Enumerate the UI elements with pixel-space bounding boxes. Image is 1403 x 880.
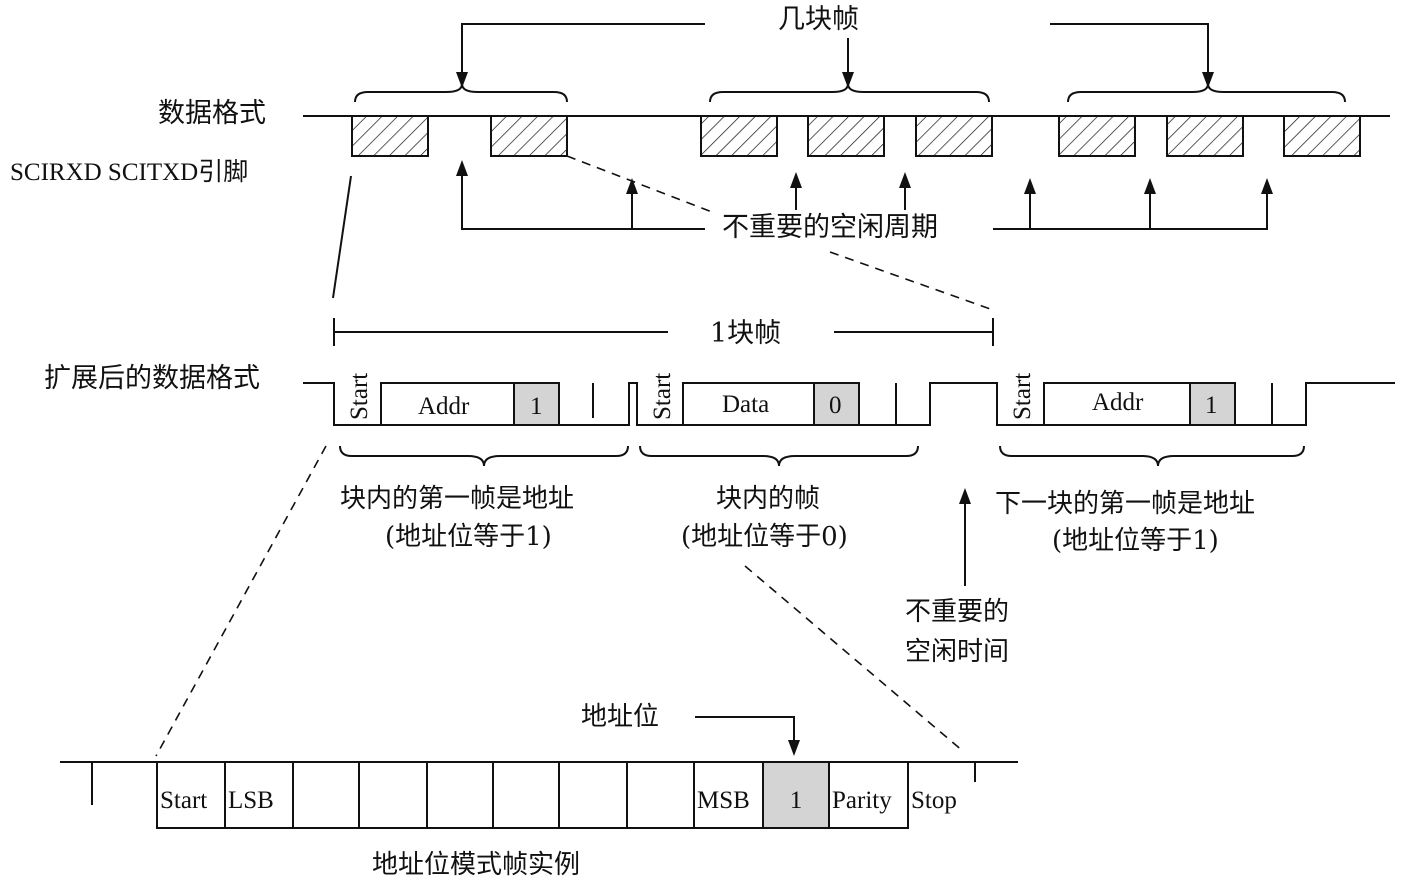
address-bit-label: 地址位 xyxy=(581,702,659,732)
data-bit-cell xyxy=(492,761,560,829)
address-bit-cell xyxy=(813,382,860,426)
one-block-label: 1块帧 xyxy=(710,318,781,349)
brace-block-3 xyxy=(1067,83,1346,103)
lsb-label: LSB xyxy=(228,787,274,814)
frame-hatched xyxy=(490,115,568,157)
frame-bit-label: 1 xyxy=(1205,392,1218,419)
frame-hatched xyxy=(1058,115,1136,157)
caption-line1: 下一块的第一帧是地址 xyxy=(995,489,1255,519)
idle-time-line2: 空闲时间 xyxy=(905,637,1009,667)
brace-frame-2 xyxy=(639,445,919,467)
frame-hatched xyxy=(351,115,429,157)
frame-bit-label: 1 xyxy=(530,393,543,420)
expanded-frame-3: Start Addr 1 xyxy=(1009,373,1273,426)
top-section: 几块帧 数据格式 SCIRXD SCITXD引脚 xyxy=(10,4,1390,243)
data-format-label: 数据格式 xyxy=(158,98,266,129)
stop-label: Stop xyxy=(911,787,957,814)
frame-start-label: Start xyxy=(649,373,676,420)
parity-label: Parity xyxy=(832,787,892,814)
idle-period-label: 不重要的空闲周期 xyxy=(722,212,938,243)
frame-field-label: Data xyxy=(722,391,769,418)
blocks-label: 几块帧 xyxy=(778,4,859,35)
frame-start-label: Start xyxy=(1009,373,1036,420)
blocks-arrow-left xyxy=(461,23,705,80)
frame-hatched xyxy=(700,115,778,157)
frame-field-label: Addr xyxy=(418,393,470,420)
expanded-format-label: 扩展后的数据格式 xyxy=(44,363,260,394)
caption-line1: 块内的第一帧是地址 xyxy=(340,484,574,514)
address-bit-arrow xyxy=(695,716,795,746)
blocks-arrow-right xyxy=(1050,23,1209,80)
frame-hatched xyxy=(1283,115,1361,157)
pins-label: SCIRXD SCITXD引脚 xyxy=(10,158,248,186)
blocks-arrowhead-mid xyxy=(842,72,854,88)
frame-hatched xyxy=(915,115,993,157)
brace-frame-3 xyxy=(999,445,1305,467)
brace-block-1 xyxy=(354,83,568,103)
address-bit-label: 1 xyxy=(790,787,803,814)
middle-section: 1块帧 扩展后的数据格式 Start Addr 1 Start Data 0 xyxy=(44,318,1395,667)
brace-block-2 xyxy=(709,83,990,103)
frame-hatched xyxy=(807,115,885,157)
data-bit-cell xyxy=(626,761,695,829)
start-cell xyxy=(156,761,226,829)
brace-frame-1 xyxy=(339,445,629,467)
idle-arrows xyxy=(456,160,1273,230)
expanded-frame-1: Start Addr 1 xyxy=(346,373,594,426)
start-label: Start xyxy=(160,787,207,814)
zoom-line-dashed xyxy=(155,445,327,757)
caption-line2: (地址位等于0) xyxy=(681,522,848,552)
msb-label: MSB xyxy=(697,787,750,814)
data-bit-cell xyxy=(292,761,360,829)
data-bit-cell xyxy=(358,761,428,829)
caption-line1: 块内的帧 xyxy=(716,484,820,514)
data-bit-cell xyxy=(426,761,494,829)
bottom-caption: 地址位模式帧实例 xyxy=(372,850,580,880)
idle-time-line1: 不重要的 xyxy=(905,597,1009,627)
frame-hatched xyxy=(1166,115,1244,157)
data-bit-cell xyxy=(558,761,628,829)
caption-line2: (地址位等于1) xyxy=(385,522,552,552)
zoom-line-dashed xyxy=(566,155,713,213)
zoom-line-solid xyxy=(332,175,352,299)
address-bit-cell xyxy=(1189,382,1236,426)
zoom-line-dashed xyxy=(829,251,994,311)
expanded-frame-2: Start Data 0 xyxy=(649,373,897,426)
frame-start-label: Start xyxy=(346,373,373,420)
idle-time-arrowhead xyxy=(959,488,971,504)
frame-field-label: Addr xyxy=(1092,389,1144,416)
bit-cells: Start LSB MSB 1 Parity Stop xyxy=(156,761,957,829)
parity-cell xyxy=(828,761,909,829)
caption-line2: (地址位等于1) xyxy=(1052,526,1219,556)
frame-bit-label: 0 xyxy=(829,392,842,419)
address-bit-arrowhead xyxy=(788,740,800,756)
blocks-arrowhead-right xyxy=(1202,72,1214,88)
address-bit-cell xyxy=(513,382,560,426)
lsb-cell xyxy=(224,761,294,829)
bottom-section: 地址位 Start LSB MSB 1 Parity Stop 地址位模式帧实例 xyxy=(60,702,1018,880)
blocks-arrowhead-left xyxy=(456,72,468,88)
